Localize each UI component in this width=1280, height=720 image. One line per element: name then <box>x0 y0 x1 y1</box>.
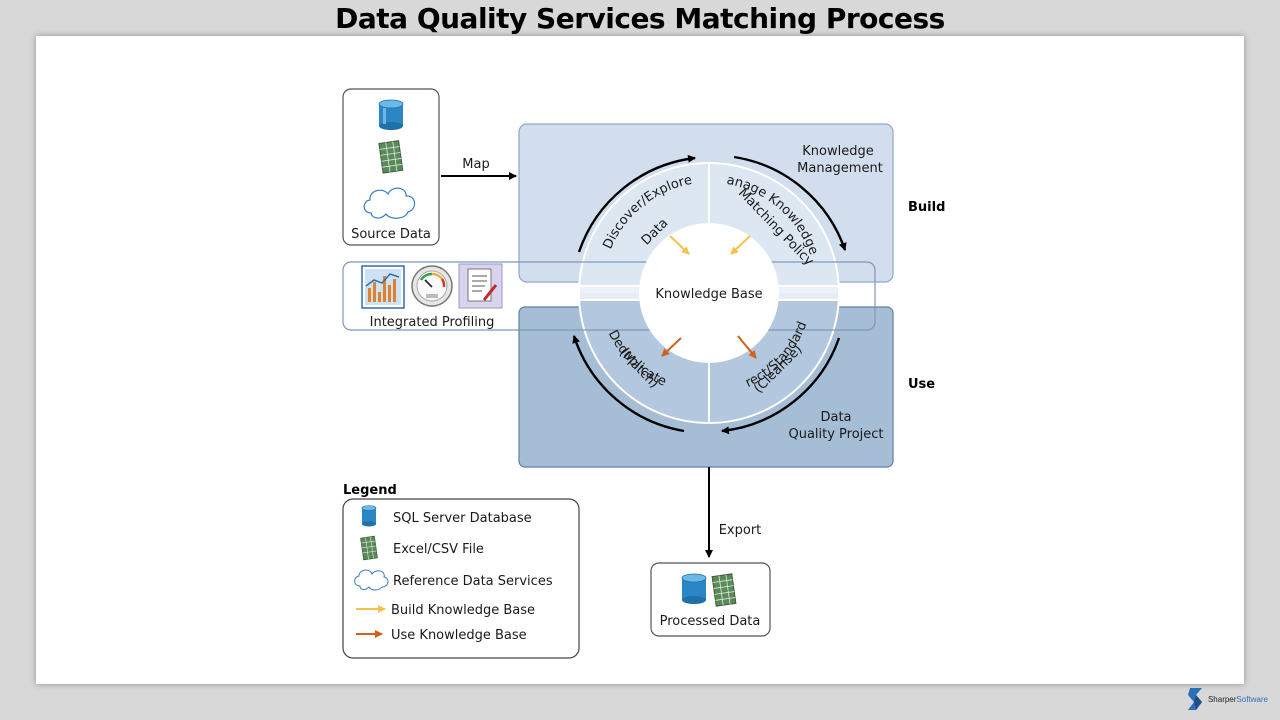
cycle-arrow-top-left <box>577 154 696 253</box>
legend-item-label: Reference Data Services <box>393 574 553 589</box>
brand-name-part1: Sharper <box>1207 694 1237 704</box>
database-icon <box>378 99 404 130</box>
spreadsheet-icon <box>711 573 737 607</box>
gauge-icon <box>411 265 453 307</box>
export-label: Export <box>719 523 762 538</box>
legend-box <box>342 498 580 659</box>
knowledge-base-circle <box>639 223 779 363</box>
spreadsheet-icon <box>360 535 378 561</box>
knowledge-management-line2: Management <box>797 161 883 176</box>
legend-title: Legend <box>343 483 397 498</box>
brand-mark-icon <box>1187 688 1202 710</box>
processed-data-label: Processed Data <box>660 614 761 629</box>
legend-item-label: Build Knowledge Base <box>391 603 535 618</box>
brand-name-part2: Software <box>1236 694 1268 704</box>
build-kb-arrow-right <box>730 235 751 255</box>
database-icon <box>681 573 707 604</box>
source-data-label: Source Data <box>351 227 431 242</box>
cycle-arrow-bottom-left <box>572 335 685 433</box>
cycle-arrow-top-right <box>733 155 847 251</box>
map-label: Map <box>462 157 489 172</box>
cycle-arrow-bottom-right <box>721 337 841 435</box>
legend-item-label: SQL Server Database <box>393 511 532 526</box>
build-kb-arrow-left <box>669 235 690 255</box>
knowledge-management-line1: Knowledge <box>802 144 873 159</box>
brand-name: SharperSoftware <box>1208 695 1268 704</box>
legend-item-label: Use Knowledge Base <box>391 628 527 643</box>
diagram-panel: Knowledge Base Discover/Explore Data Man… <box>36 36 1244 684</box>
processed-data-box <box>650 562 771 637</box>
integrated-profiling-label: Integrated Profiling <box>370 315 495 330</box>
integrated-profiling-box <box>342 261 876 331</box>
cloud-icon <box>363 187 416 219</box>
use-kb-arrow-left <box>661 337 682 357</box>
document-edit-icon <box>458 263 503 309</box>
build-label: Build <box>908 200 945 215</box>
cloud-icon <box>354 569 389 591</box>
chart-report-icon <box>361 265 405 309</box>
brand-logo: SharperSoftware <box>1186 684 1268 714</box>
diagram-canvas: Knowledge Base Discover/Explore Data Man… <box>36 36 945 659</box>
slide-title: Data Quality Services Matching Process <box>335 2 945 35</box>
spreadsheet-icon <box>378 140 404 174</box>
data-quality-project-line1: Data <box>820 410 851 425</box>
legend-item-label: Excel/CSV File <box>393 542 484 557</box>
use-kb-arrow-right <box>737 335 757 359</box>
knowledge-base-label: Knowledge Base <box>655 287 762 302</box>
data-quality-project-line2: Quality Project <box>788 427 883 442</box>
database-icon <box>361 505 377 527</box>
use-label: Use <box>908 377 935 392</box>
